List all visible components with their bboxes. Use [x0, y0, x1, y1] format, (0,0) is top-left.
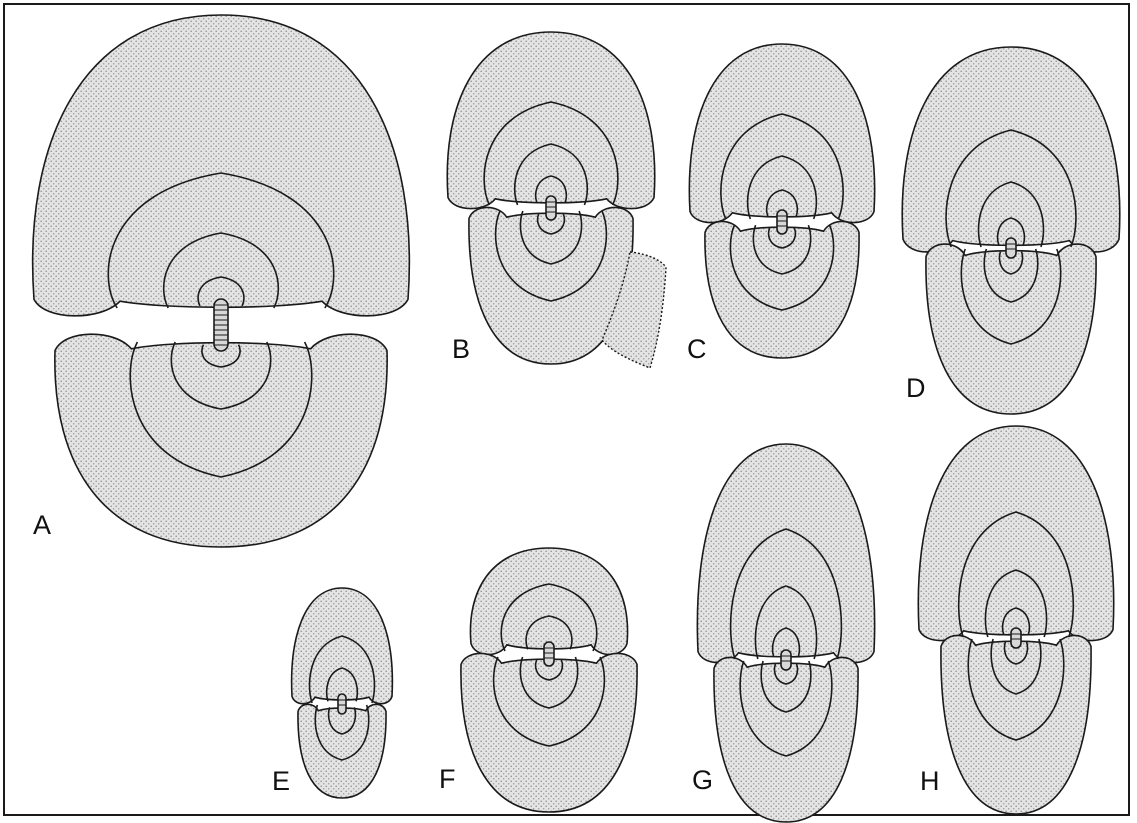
dorsal-valve	[689, 44, 874, 223]
ventral-valve	[926, 244, 1096, 414]
dorsal-valve	[470, 548, 627, 655]
specimen-g	[697, 444, 874, 822]
specimen-c	[689, 44, 874, 358]
stalk	[777, 210, 787, 234]
panel-label-g: G	[692, 765, 713, 795]
dorsal-valve	[33, 15, 410, 316]
panel-label-h: H	[920, 766, 940, 796]
stalk	[544, 642, 554, 666]
ventral-valve	[714, 657, 858, 822]
panel-label-e: E	[272, 766, 290, 796]
specimen-e	[292, 588, 393, 798]
stalk	[546, 196, 556, 220]
specimen-d	[902, 47, 1120, 414]
ventral-valve	[298, 704, 386, 798]
ventral-valve	[461, 653, 637, 812]
ventral-valve	[705, 221, 859, 358]
panel-label-d: D	[906, 373, 926, 403]
ventral-valve	[941, 635, 1091, 814]
specimen-h	[918, 426, 1113, 814]
panel-label-c: C	[687, 334, 707, 364]
panel-label-b: B	[452, 334, 470, 364]
dorsal-valve	[447, 32, 654, 209]
dorsal-valve	[292, 588, 393, 704]
dorsal-valve	[902, 47, 1120, 252]
stalk	[1011, 628, 1021, 648]
dorsal-valve	[697, 444, 874, 663]
specimen-a	[33, 15, 410, 547]
panel-label-f: F	[439, 764, 456, 794]
panel-label-a: A	[33, 510, 51, 540]
ventral-valve	[55, 334, 387, 547]
specimen-f	[461, 548, 637, 812]
stalk	[781, 650, 791, 670]
stalk	[338, 694, 346, 714]
stalk	[1006, 238, 1016, 258]
